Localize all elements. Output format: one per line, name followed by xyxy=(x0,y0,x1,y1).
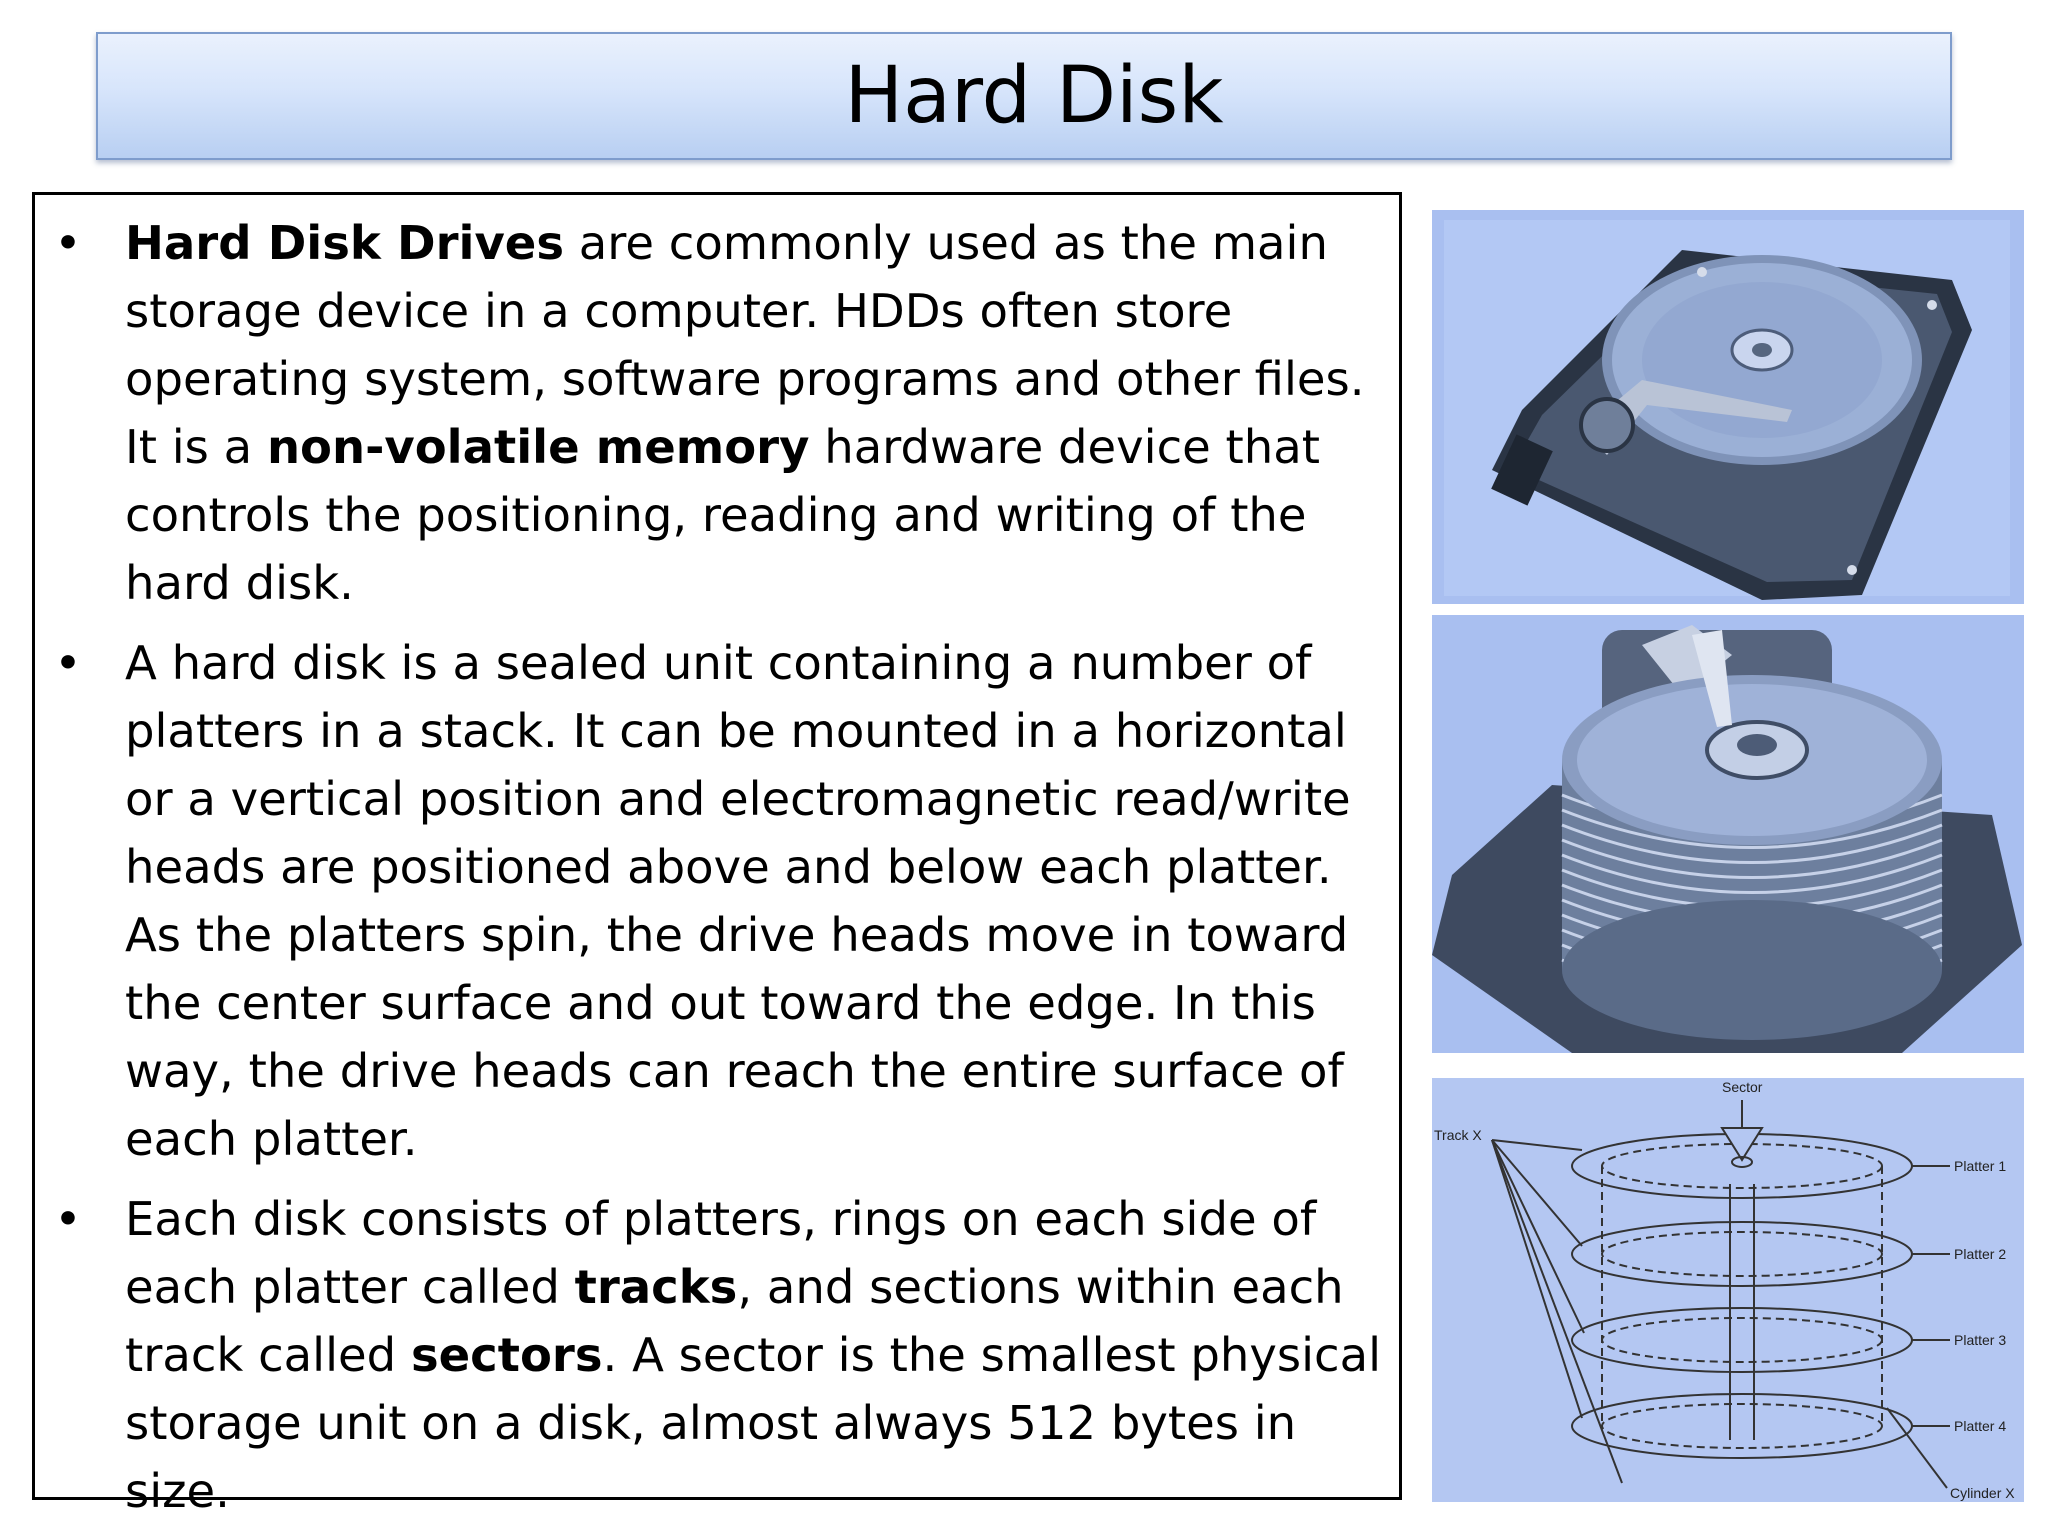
bullet-item: • A hard disk is a sealed unit containin… xyxy=(35,629,1399,1173)
bullet-marker: • xyxy=(54,1192,82,1246)
bold-term: sectors xyxy=(410,1328,603,1382)
platter-label: Platter 3 xyxy=(1954,1332,2006,1348)
disk-geometry-diagram: Sector Track X Platter 1 Platter 2 Platt… xyxy=(1432,1078,2024,1502)
platter-label: Platter 4 xyxy=(1954,1418,2006,1434)
content-text-box: • Hard Disk Drives are commonly used as … xyxy=(32,192,1402,1518)
bullet-item: • Each disk consists of platters, rings … xyxy=(35,1185,1399,1525)
cylinder-label: Cylinder X xyxy=(1950,1485,2015,1501)
bullet-list: • Hard Disk Drives are commonly used as … xyxy=(35,209,1399,1537)
text-run: . A sector is the smallest physical stor… xyxy=(125,1328,1382,1518)
bullet-text: Hard Disk Drives are commonly used as th… xyxy=(125,209,1385,617)
bullet-text: A hard disk is a sealed unit containing … xyxy=(125,629,1385,1173)
text-run: are commonly used as the main storage de… xyxy=(125,216,1365,474)
text-run: A hard disk is a sealed unit containing … xyxy=(125,636,1351,1166)
text-run: hardware device that controls the positi… xyxy=(125,420,1320,610)
track-label: Track X xyxy=(1434,1127,1482,1143)
hard-drive-photo xyxy=(1432,210,2024,604)
title-bar: Hard Disk xyxy=(96,32,1952,160)
bold-term: Hard Disk Drives xyxy=(125,216,565,270)
slide-title: Hard Disk xyxy=(844,51,1224,141)
bullet-item: • Hard Disk Drives are commonly used as … xyxy=(35,209,1399,617)
platter-label: Platter 2 xyxy=(1954,1246,2006,1262)
bullet-text: Each disk consists of platters, rings on… xyxy=(125,1185,1385,1525)
bold-term: tracks xyxy=(574,1260,738,1314)
bullet-marker: • xyxy=(54,636,82,690)
disk-geometry-diagram-icon: Sector Track X Platter 1 Platter 2 Platt… xyxy=(1432,1078,2024,1502)
platter-stack-photo-icon xyxy=(1432,615,2024,1053)
platter-label: Platter 1 xyxy=(1954,1158,2006,1174)
text-run: , and sections within each track called xyxy=(125,1260,1344,1382)
platter-stack-photo xyxy=(1432,615,2024,1053)
hard-drive-photo-icon xyxy=(1432,210,2024,604)
bullet-marker: • xyxy=(54,216,82,270)
bold-term: non-volatile memory xyxy=(266,420,810,474)
sector-label: Sector xyxy=(1722,1079,1763,1095)
text-run: Each disk consists of platters, rings on… xyxy=(125,1192,1317,1314)
